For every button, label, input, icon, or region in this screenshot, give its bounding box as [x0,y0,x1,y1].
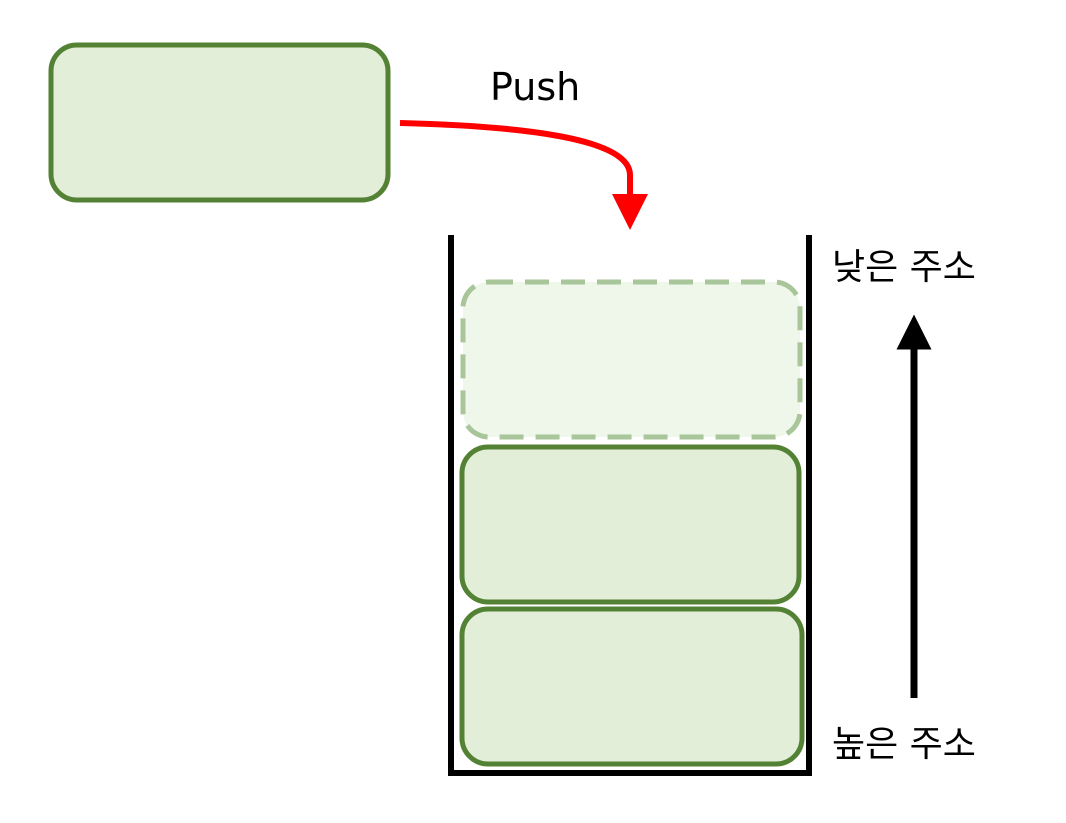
stack-container [448,235,812,776]
pending-stack-slot [460,279,803,440]
high-address-label: 높은 주소 [832,724,976,765]
push-arrow [399,120,648,230]
push-label: Push [490,65,581,109]
low-address-label: 낮은 주소 [832,247,976,288]
stack-item [459,444,802,605]
incoming-stack-item [48,42,391,203]
stack-item [459,606,805,767]
